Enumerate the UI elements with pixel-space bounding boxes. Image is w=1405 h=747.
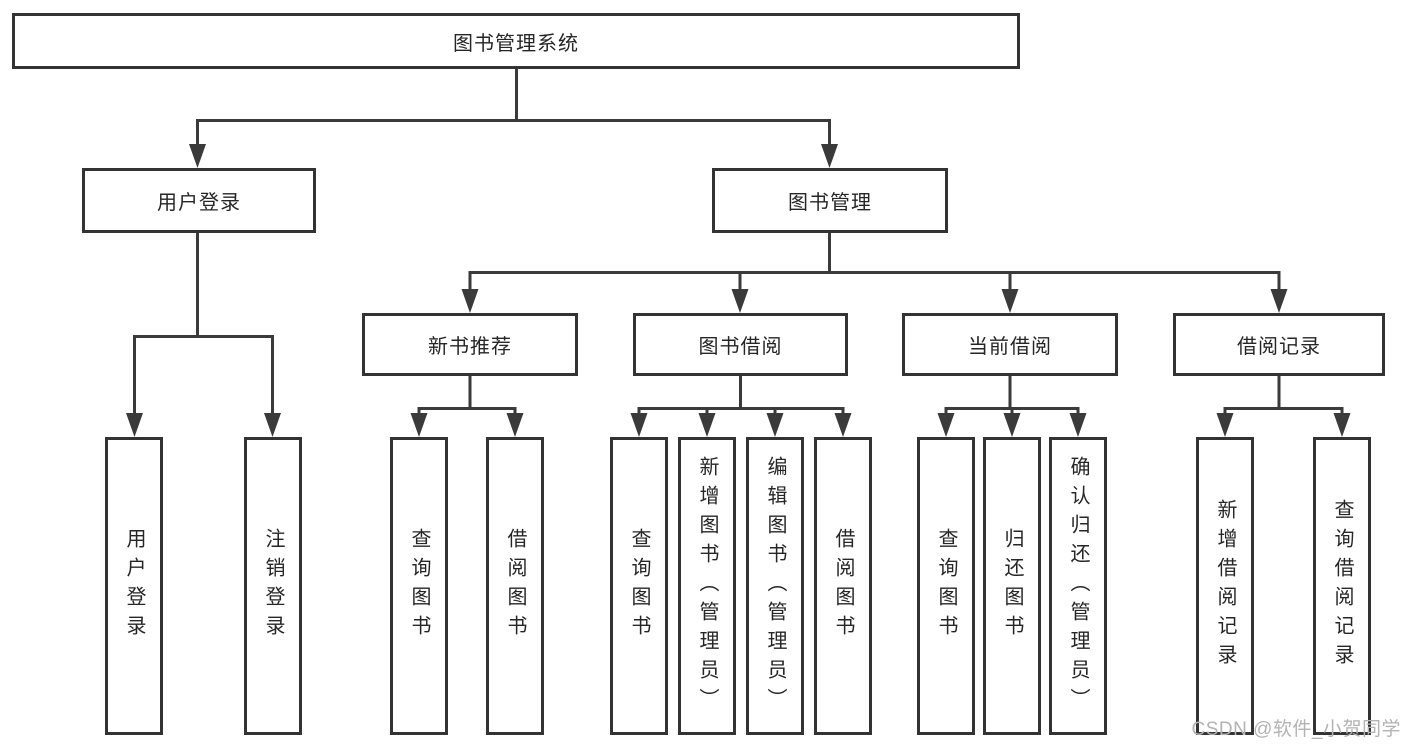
- node-leaf-user-login: 用户登录: [105, 437, 163, 735]
- node-leaf-edit-books-admin: 编辑图书（管理员）: [746, 437, 804, 735]
- node-new-book-recommend-label: 新书推荐: [428, 336, 512, 358]
- node-leaf-confirm-return-admin-label: 确认归还（管理员）: [1067, 455, 1089, 717]
- node-leaf-add-borrow-record: 新增借阅记录: [1196, 437, 1254, 735]
- node-leaf-confirm-return-admin: 确认归还（管理员）: [1049, 437, 1107, 735]
- node-leaf-borrow-books-recommend: 借阅图书: [486, 437, 544, 735]
- node-leaf-return-books-label: 归还图书: [1001, 528, 1023, 644]
- node-leaf-query-books-current: 查询图书: [917, 437, 975, 735]
- node-user-login-label: 用户登录: [157, 192, 241, 214]
- node-leaf-add-borrow-record-label: 新增借阅记录: [1214, 499, 1236, 673]
- node-leaf-query-borrow-record-label: 查询借阅记录: [1331, 499, 1353, 673]
- node-book-borrowing-label: 图书借阅: [698, 336, 783, 358]
- node-current-borrowing: 当前借阅: [902, 313, 1118, 376]
- node-leaf-borrow-books-recommend-label: 借阅图书: [504, 528, 526, 644]
- node-leaf-query-borrow-record: 查询借阅记录: [1313, 437, 1371, 735]
- node-leaf-borrow-books-label: 借阅图书: [832, 528, 854, 644]
- node-leaf-logout: 注销登录: [244, 437, 302, 735]
- csdn-watermark: CSDN @软件_小贺同学: [1191, 719, 1401, 740]
- node-borrowing-records-label: 借阅记录: [1237, 336, 1321, 358]
- node-leaf-logout-label: 注销登录: [262, 528, 284, 644]
- node-book-management: 图书管理: [712, 168, 948, 233]
- node-leaf-query-books-borrow: 查询图书: [610, 437, 668, 735]
- node-leaf-edit-books-admin-label: 编辑图书（管理员）: [764, 455, 786, 717]
- node-leaf-query-books-recommend: 查询图书: [390, 437, 448, 735]
- node-user-login: 用户登录: [82, 168, 316, 233]
- node-current-borrowing-label: 当前借阅: [968, 336, 1052, 358]
- node-book-borrowing: 图书借阅: [633, 313, 848, 376]
- node-leaf-query-books-current-label: 查询图书: [935, 528, 957, 644]
- node-leaf-add-books-admin: 新增图书（管理员）: [678, 437, 736, 735]
- node-leaf-add-books-admin-label: 新增图书（管理员）: [696, 455, 718, 717]
- node-leaf-user-login-label: 用户登录: [123, 528, 145, 644]
- node-leaf-query-books-borrow-label: 查询图书: [628, 528, 650, 644]
- node-leaf-query-books-recommend-label: 查询图书: [408, 528, 430, 644]
- node-root: 图书管理系统: [12, 13, 1020, 69]
- node-root-label: 图书管理系统: [453, 32, 579, 55]
- node-borrowing-records: 借阅记录: [1173, 313, 1385, 376]
- node-leaf-borrow-books: 借阅图书: [814, 437, 872, 735]
- node-new-book-recommend: 新书推荐: [362, 313, 578, 376]
- node-leaf-return-books: 归还图书: [983, 437, 1041, 735]
- node-book-management-label: 图书管理: [788, 192, 872, 214]
